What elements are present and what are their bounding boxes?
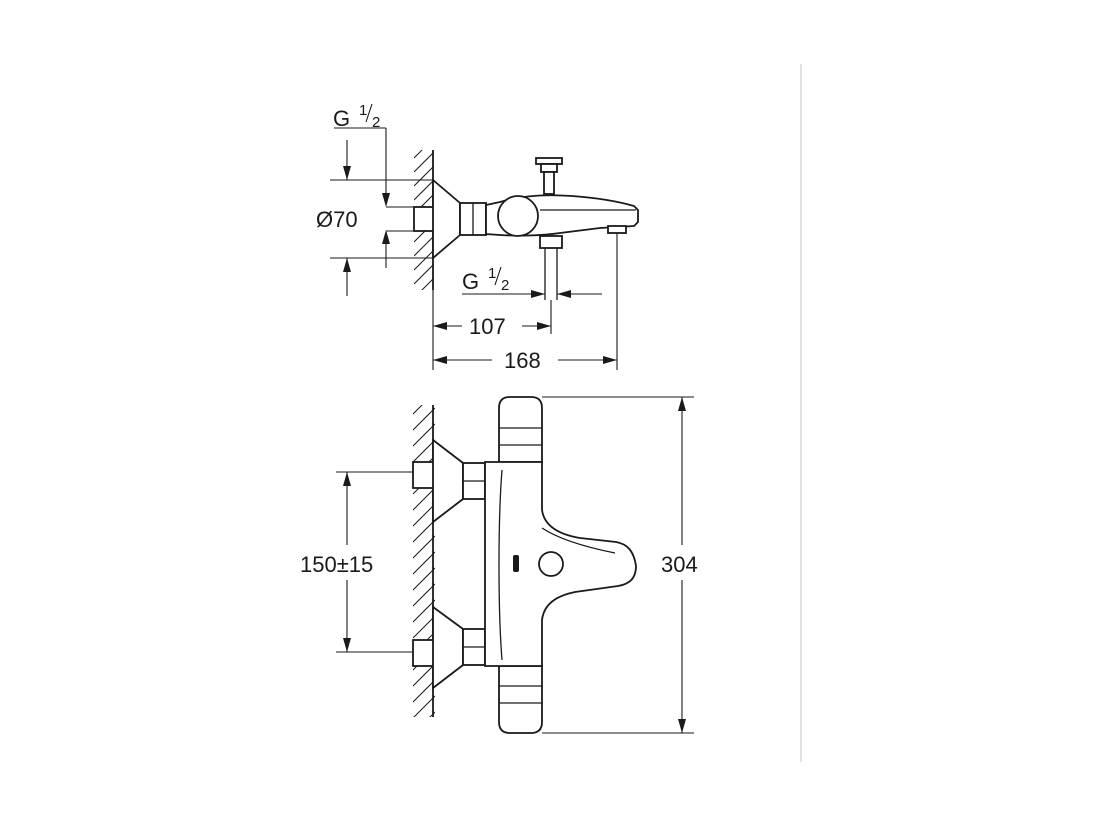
wall-pipe-top [413,206,435,232]
dim-label-diameter: Ø70 [316,207,358,232]
temperature-indicator [513,555,519,572]
thermostat-knob-front [538,551,564,577]
body-top-cap [498,396,543,463]
dim-label-inlet-spacing: 150±15 [300,552,373,577]
spout-outlet [607,225,627,234]
dim-label-thread-outlet: G [462,269,479,294]
dim-height [542,396,694,734]
dim-label-thread-top: G [333,106,350,131]
outlet-connector [539,235,563,249]
dim-107 [432,290,552,370]
dim-label-thread-top-num: 1 [359,102,367,119]
front-view: 150±15 304 [300,396,698,734]
dim-label-height: 304 [661,552,698,577]
side-view: G 1 2 Ø70 G 1 2 [316,102,639,373]
dim-thread-outlet [462,290,602,298]
wall-bottom [413,405,435,717]
dim-diameter [330,140,433,296]
dim-label-thread-outlet-num: 1 [488,265,496,282]
escutcheon-top [432,178,461,260]
dim-thread-top [334,127,414,268]
inlet-lower [412,605,486,690]
inlet-upper [412,438,486,524]
diverter-knob [535,157,563,195]
dim-label-107: 107 [469,314,506,339]
thermostat-knob-side [497,195,539,237]
dim-label-168: 168 [504,348,541,373]
dim-168 [433,233,618,370]
body-bottom-cap [498,665,543,734]
dim-inlet-spacing [336,471,413,653]
dim-label-thread-outlet-den: 2 [501,277,509,294]
dim-label-thread-top-den: 2 [372,114,380,131]
